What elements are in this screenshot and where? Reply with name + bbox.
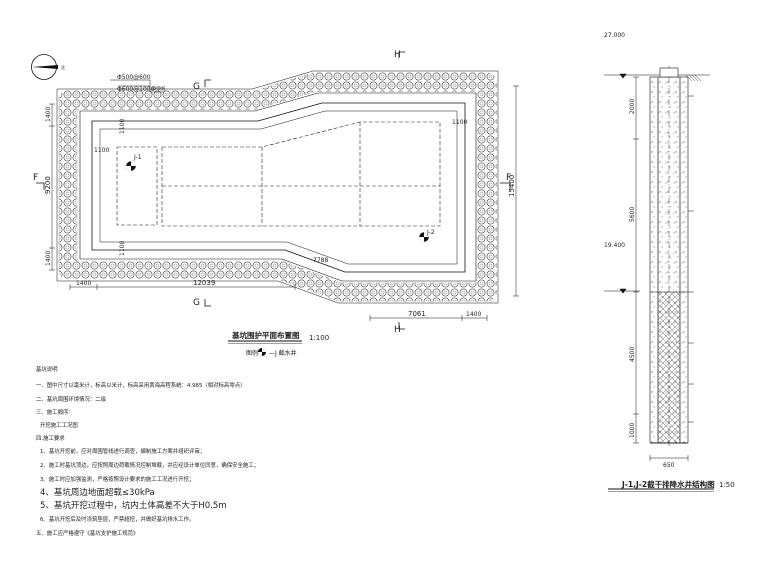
section-dim-3: 4500	[629, 347, 636, 362]
excavation-outline	[91, 102, 466, 273]
note-line-4: 开挖施工工况图	[40, 423, 78, 429]
dim-left-bot: 1400	[45, 251, 52, 266]
dim-inner-1100-b: 1100	[94, 147, 109, 154]
note-req-5: 5、基坑开挖过程中，坑内土体高差不大于H0.5m	[40, 501, 227, 511]
section-mark-h-bottom: H	[394, 325, 401, 335]
plan-scale: 1:100	[309, 334, 329, 342]
section-dim-1: 2000	[629, 99, 636, 114]
dim-bot-right-b: 1400	[466, 311, 481, 318]
section-dimension-chain	[633, 76, 689, 461]
well-section-body	[649, 66, 694, 446]
dim-left-mid: 9200	[44, 176, 52, 194]
section-mark-h-top: H	[394, 50, 401, 60]
well-j2-label: J-2	[426, 229, 435, 236]
section-width-dim: 650	[663, 462, 675, 469]
dim-inner-1100-c: 1100	[452, 119, 467, 126]
section-dim-2: 5600	[629, 207, 636, 222]
mid-elevation: 19.400	[604, 242, 625, 249]
foundation-dashed-layout	[116, 121, 441, 227]
dim-inner-1100-d: 1100	[119, 241, 126, 256]
note-req-6: 6、基坑开挖后及时浇筑垫层，严禁超挖，并做好基坑排水工作。	[40, 517, 195, 523]
svg-text:北: 北	[61, 64, 65, 70]
section-mark-f-right: F	[506, 173, 511, 183]
dim-bot-main: 12039	[193, 279, 215, 287]
note-req-4: 4、基坑周边地面超载≤30kPa	[40, 488, 155, 498]
dimension-left	[49, 103, 55, 271]
section-mark-f-left: F	[33, 173, 38, 183]
section-scale: 1:50	[719, 481, 735, 489]
plan-title: 基坑围护平面布置图	[231, 330, 300, 340]
note-req-3: 3、施工时应加强监测，严格按照设计要求的施工工况进行开挖；	[40, 477, 195, 483]
pile-ring-inner-edge	[79, 92, 477, 282]
legend-label: 图例:	[246, 349, 260, 357]
dimension-right	[513, 85, 519, 297]
section-title: J-1,J-2截干排降水井结构图	[621, 479, 715, 489]
pile-spec-1: Φ500@600	[117, 74, 151, 81]
dim-bot-right-a: 7061	[408, 310, 426, 318]
well-j2: J-2	[419, 229, 435, 242]
pile-ring-outer-edge	[56, 70, 499, 304]
note-line-1: 一、图中尺寸以毫米计，标高以米计，标高采用黄海高程系统：4.985（相对标高零点…	[36, 383, 246, 389]
section-mark-g-bottom: G	[193, 298, 200, 308]
ground-line	[604, 73, 710, 294]
dim-bot-left: 1400	[76, 280, 91, 287]
pile-spec-callout: Φ500@600 Φ600@1000 旋喷桩	[110, 74, 166, 93]
well-j1: J-1	[126, 154, 142, 171]
note-last: 五、施工应严格遵守《基坑支护施工规范》	[36, 531, 139, 537]
legend-text: —J 截水井	[269, 349, 297, 357]
notes-req-heading: 四.施工要求	[36, 436, 65, 442]
pile-spec-2: Φ600@1000	[117, 86, 155, 93]
top-elevation: 27.000	[604, 32, 625, 39]
note-line-3: 三、施工顺序：	[36, 410, 74, 416]
dim-inner-1100-a: 1100	[119, 119, 126, 134]
well-j1-label: J-1	[133, 154, 142, 161]
pile-ring	[58, 72, 497, 302]
dimension-bottom	[69, 284, 488, 321]
dim-diagonal: 7788	[313, 257, 328, 264]
dim-right-total: 15400	[508, 175, 516, 197]
excavation-inner-outline	[99, 110, 458, 265]
note-req-1: 1、基坑开挖前，应对周围管线进行调查，编制施工方案并组织评审；	[40, 449, 206, 455]
section-dim-4: 1000	[629, 423, 636, 438]
section-mark-g-top: G	[193, 82, 200, 92]
dim-left-top: 1400	[45, 107, 52, 122]
notes-heading: 基坑说明	[36, 367, 58, 373]
section-marks	[36, 51, 511, 330]
note-req-2: 2、施工时基坑顶边，应按照周边荷载情况控制堆载，并应经设计单位同意，确保安全施工…	[40, 463, 260, 469]
north-arrow-icon: 北	[31, 54, 65, 80]
legend-well-icon	[258, 348, 266, 356]
note-line-2: 二、基坑周围环境情况：二级	[36, 397, 107, 403]
pile-note: 旋喷桩	[152, 85, 166, 92]
